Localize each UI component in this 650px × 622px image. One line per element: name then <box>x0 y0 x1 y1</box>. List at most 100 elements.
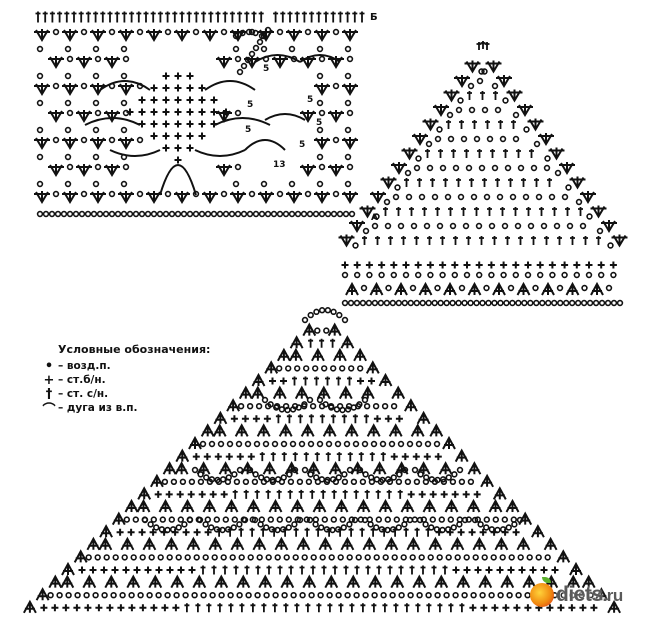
single-crochet <box>390 453 398 461</box>
shell-stitch <box>213 410 228 425</box>
chain-stitch <box>208 476 216 483</box>
single-crochet <box>138 108 146 116</box>
chain-stitch <box>260 180 268 188</box>
shell-stitch <box>158 498 173 513</box>
chain-stitch <box>48 210 56 218</box>
shell-stitch <box>434 574 449 589</box>
double-crochet <box>476 42 482 50</box>
chain-stitch <box>263 524 270 531</box>
chain-stitch <box>307 440 315 448</box>
shell-stitch <box>268 498 283 513</box>
chain-stitch <box>371 591 378 599</box>
double-crochet <box>521 178 526 187</box>
chain-stitch <box>456 521 463 528</box>
double-crochet <box>276 489 282 499</box>
chain-stitch <box>166 554 173 561</box>
double-crochet <box>359 11 365 23</box>
shell-stitch <box>312 498 327 513</box>
chain-stitch <box>504 164 512 172</box>
chain-stitch <box>616 299 624 307</box>
chain-stitch <box>573 271 580 279</box>
double-crochet <box>121 11 127 23</box>
chain-stitch <box>314 327 321 334</box>
chain-stitch <box>363 403 371 410</box>
chain-stitch <box>401 466 409 474</box>
chain-stitch <box>228 210 236 218</box>
chain-arc <box>84 117 141 126</box>
double-crochet <box>304 527 310 537</box>
chain-stitch <box>339 365 346 372</box>
chain-stitch <box>36 99 44 107</box>
chain-stitch <box>536 271 544 279</box>
chain-stitch <box>289 440 297 448</box>
double-crochet <box>321 565 327 575</box>
chain-stitch <box>80 28 88 36</box>
chain-stitch <box>179 478 187 485</box>
chain-stitch <box>120 210 128 218</box>
double-crochet <box>49 11 55 23</box>
double-crochet <box>354 565 360 575</box>
double-crochet <box>404 603 410 613</box>
chain-stitch <box>455 106 463 114</box>
chain-stitch <box>413 299 420 307</box>
shell-stitch <box>164 536 179 551</box>
double-crochet <box>464 149 469 158</box>
chain-stitch <box>523 126 530 133</box>
chain-stitch <box>202 521 209 528</box>
chain-stitch <box>433 440 441 448</box>
chain-stitch <box>514 222 522 230</box>
chain-stitch <box>200 591 207 599</box>
chain-stitch <box>182 591 189 599</box>
double-crochet <box>375 489 381 499</box>
double-crochet <box>294 603 300 613</box>
chain-stitch <box>122 163 130 171</box>
double-crochet <box>305 603 311 613</box>
chain-stitch <box>395 478 403 485</box>
chain-stitch <box>294 365 301 372</box>
double-crochet <box>85 11 91 23</box>
chain-stitch <box>569 591 576 599</box>
chain-stitch <box>451 471 458 478</box>
chain-stitch <box>312 210 320 218</box>
double-crochet <box>298 489 304 499</box>
chain-stitch <box>234 163 242 171</box>
single-crochet <box>154 490 162 498</box>
chain-stitch <box>390 474 397 481</box>
chain-stitch <box>204 210 212 218</box>
double-crochet <box>401 236 406 245</box>
chain-stitch <box>262 440 270 448</box>
chain-stitch <box>382 554 389 561</box>
single-crochet <box>252 415 260 423</box>
shell-stitch <box>82 574 97 589</box>
chain-stitch <box>356 401 363 408</box>
chain-stitch <box>246 466 254 474</box>
chain-stitch <box>222 516 230 523</box>
chain-stitch <box>404 478 412 485</box>
shell-stitch <box>344 423 359 437</box>
chain-arc <box>194 149 246 157</box>
single-crochet <box>451 261 459 269</box>
double-crochet <box>485 120 490 129</box>
chain-stitch <box>344 72 352 80</box>
chain-stitch <box>384 476 392 483</box>
chain-stitch <box>462 222 470 230</box>
chain-stitch <box>339 516 346 523</box>
fan-stitch <box>90 137 106 150</box>
shell-stitch <box>516 281 531 296</box>
chain-stitch <box>483 516 490 523</box>
double-crochet <box>78 11 84 23</box>
chain-stitch <box>101 591 108 599</box>
chain-stitch <box>423 474 430 481</box>
chain-stitch <box>461 516 469 524</box>
shell-stitch <box>278 423 293 437</box>
chain-stitch <box>371 222 379 230</box>
chain-stitch <box>427 554 434 561</box>
chain-stitch <box>181 521 188 528</box>
chain-stitch <box>192 190 200 198</box>
chain-stitch <box>248 50 256 58</box>
chain-stitch <box>457 193 465 201</box>
single-crochet <box>89 566 97 574</box>
chain-stitch <box>175 524 182 531</box>
chain-stitch <box>378 271 385 279</box>
